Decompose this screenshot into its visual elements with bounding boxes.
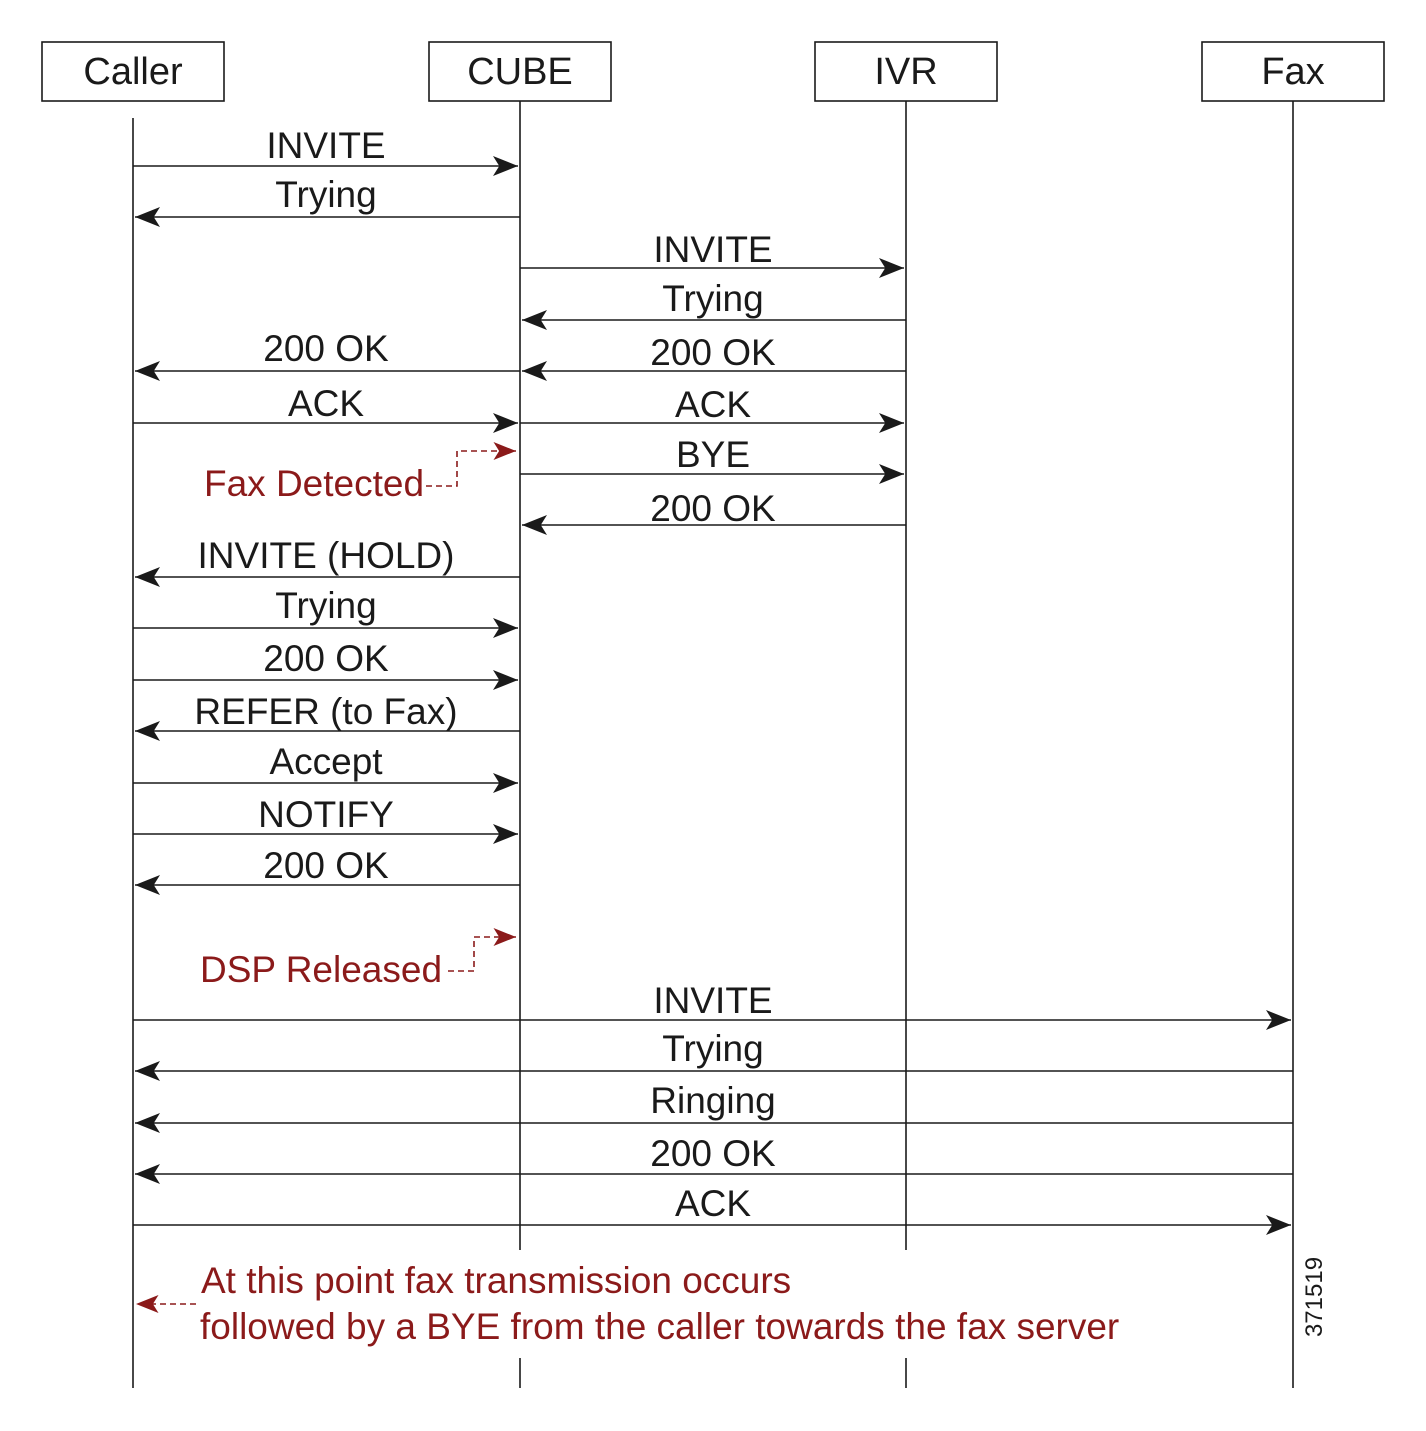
message-9: BYE [520, 434, 904, 484]
actor-cube: CUBE [428, 41, 612, 102]
actor-fax-label: Fax [1261, 51, 1324, 93]
message-11: INVITE (HOLD) [135, 535, 520, 587]
note-dsp-released: DSP Released [200, 928, 516, 990]
message-label: 200 OK [263, 638, 389, 679]
actor-fax: Fax [1201, 41, 1385, 102]
message-label: INVITE [266, 125, 385, 166]
message-1: INVITE [133, 125, 518, 176]
message-17: 200 OK [135, 845, 520, 895]
message-5: 200 OK [135, 328, 520, 381]
message-label: ACK [675, 1183, 751, 1224]
message-label: Trying [662, 1028, 763, 1069]
message-2: Trying [135, 174, 520, 227]
message-22: ACK [133, 1183, 1291, 1235]
message-label: Ringing [650, 1080, 775, 1121]
message-label: Trying [275, 585, 376, 626]
message-label: BYE [676, 434, 750, 475]
note-final: At this point fax transmission occurs fo… [136, 1260, 1119, 1347]
note-final-line2: followed by a BYE from the caller toward… [200, 1306, 1119, 1347]
figure-id: 371519 [1301, 1257, 1328, 1337]
actor-ivr-label: IVR [874, 51, 937, 93]
message-6: 200 OK [522, 332, 906, 381]
message-label: ACK [288, 383, 364, 424]
message-label: Trying [275, 174, 376, 215]
message-label: 200 OK [263, 328, 389, 369]
note-final-line1: At this point fax transmission occurs [201, 1260, 791, 1301]
message-label: REFER (to Fax) [194, 691, 457, 732]
message-label: INVITE (HOLD) [198, 535, 455, 576]
message-13: 200 OK [133, 638, 518, 690]
message-15: Accept [133, 741, 518, 793]
note-dsp-released-label: DSP Released [200, 949, 442, 990]
message-label: ACK [675, 384, 751, 425]
message-label: Trying [662, 278, 763, 319]
message-label: 200 OK [263, 845, 389, 886]
message-19: Trying [135, 1028, 1293, 1081]
message-4: Trying [522, 278, 906, 330]
message-8: ACK [520, 384, 904, 433]
note-fax-detected: Fax Detected [204, 442, 516, 504]
actor-cube-label: CUBE [467, 51, 573, 93]
message-label: NOTIFY [258, 794, 394, 835]
message-12: Trying [133, 585, 518, 638]
message-label: Accept [269, 741, 383, 782]
message-label: INVITE [653, 980, 772, 1021]
message-16: NOTIFY [133, 794, 518, 844]
message-label: 200 OK [650, 332, 776, 373]
message-label: 200 OK [650, 488, 776, 529]
message-10: 200 OK [522, 488, 906, 535]
actor-ivr: IVR [814, 41, 998, 102]
message-7: ACK [133, 383, 518, 433]
message-label: INVITE [653, 229, 772, 270]
actor-caller: Caller [41, 41, 225, 102]
message-20: Ringing [135, 1080, 1293, 1133]
actor-caller-label: Caller [83, 51, 183, 93]
message-21: 200 OK [135, 1133, 1293, 1184]
message-label: 200 OK [650, 1133, 776, 1174]
message-14: REFER (to Fax) [135, 691, 520, 741]
message-18: INVITE [133, 980, 1291, 1030]
note-fax-detected-label: Fax Detected [204, 463, 424, 504]
message-3: INVITE [520, 229, 904, 278]
